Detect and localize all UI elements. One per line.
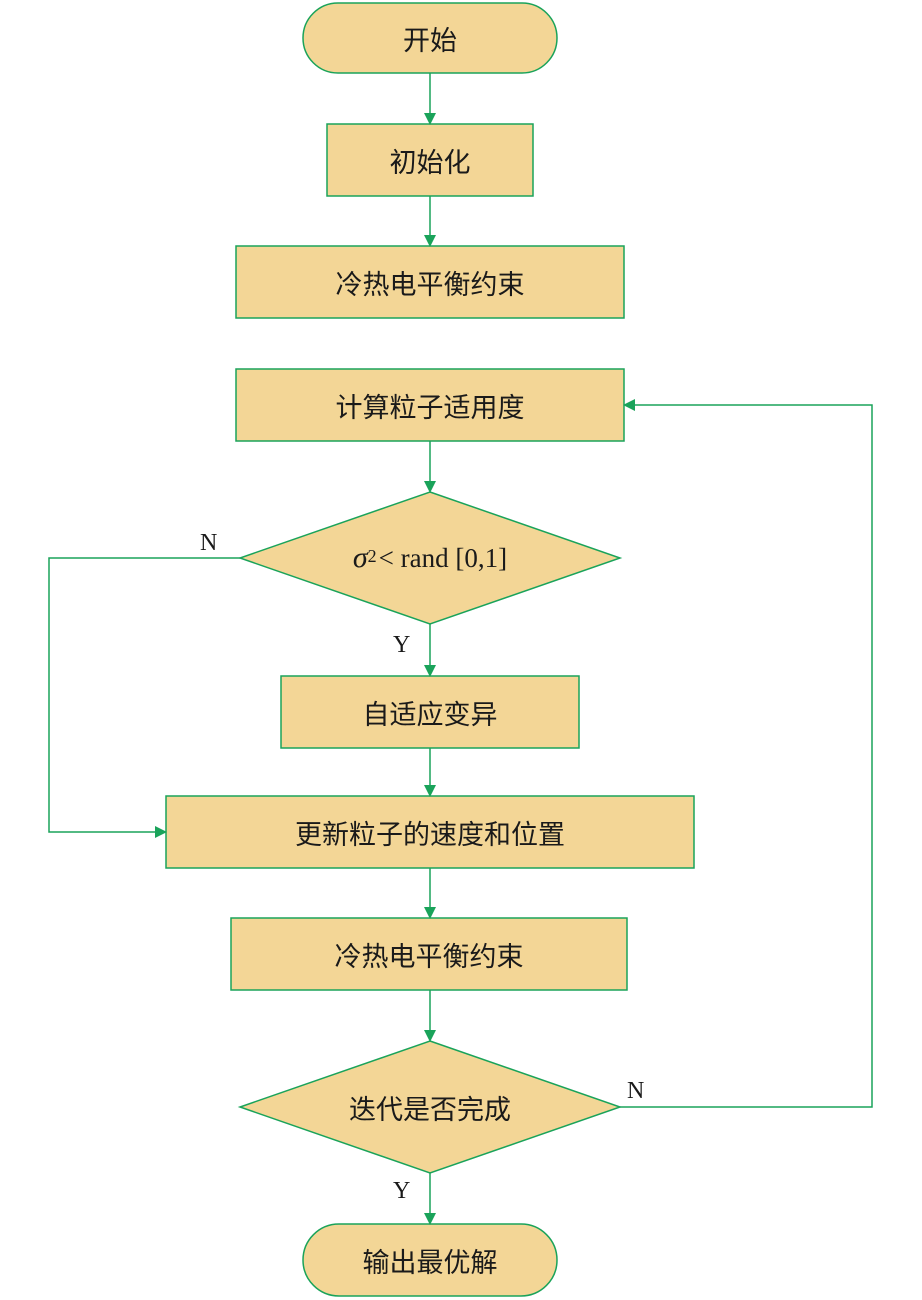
start-node: 开始 [303, 3, 557, 73]
init-node: 初始化 [327, 124, 533, 196]
arrow-condition-no-to-update [48, 557, 240, 838]
constraint2-node-shape [230, 917, 628, 991]
condition-no-label: N [200, 530, 218, 556]
output-node-label: 输出最优解 [362, 1247, 498, 1279]
condition-rest: < rand [0,1] [378, 542, 508, 573]
condition-exponent: 2 [367, 545, 377, 566]
init-node-label: 初始化 [389, 147, 471, 179]
iteration-node-label: 迭代是否完成 [349, 1094, 511, 1126]
condition-symbol: σ [352, 541, 368, 574]
constraint1-node: 冷热电平衡约束 [236, 246, 624, 318]
iteration-yes-label: Y [393, 1178, 411, 1204]
output-node: 输出最优解 [303, 1224, 557, 1296]
fitness-node-shape [235, 368, 625, 442]
init-node-shape [326, 123, 534, 197]
fitness-node: 计算粒子适用度 [236, 369, 624, 441]
start-node-label: 开始 [403, 25, 457, 57]
update-node-shape [165, 795, 695, 869]
condition-yes-label: Y [393, 632, 411, 658]
update-node: 更新粒子的速度和位置 [166, 796, 694, 868]
mutation-node: 自适应变异 [281, 676, 579, 748]
constraint1-node-label: 冷热电平衡约束 [335, 269, 525, 301]
constraint2-node: 冷热电平衡约束 [231, 918, 627, 990]
update-node-label: 更新粒子的速度和位置 [295, 819, 565, 851]
arrow-iteration-no-to-fitness [620, 399, 873, 1108]
mutation-node-label: 自适应变异 [362, 699, 498, 731]
fitness-node-label: 计算粒子适用度 [335, 392, 525, 424]
iteration-no-label: N [627, 1078, 645, 1104]
constraint2-node-label: 冷热电平衡约束 [334, 941, 524, 973]
iteration-node: 迭代是否完成 [290, 1077, 570, 1137]
